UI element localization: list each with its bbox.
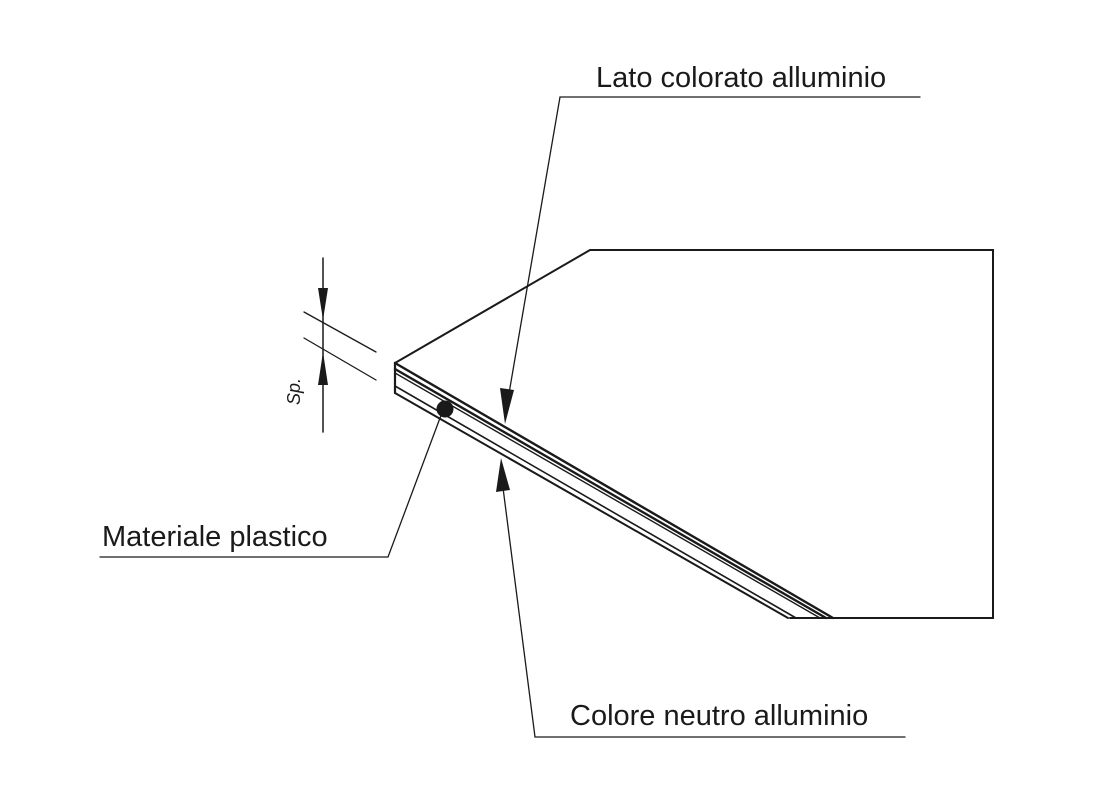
- extension-line-bottom: [303, 337, 377, 381]
- arrow-up-icon: [318, 352, 328, 385]
- core-top: [394, 372, 821, 619]
- leader-core: [99, 409, 444, 558]
- panel-top-edge: [394, 249, 994, 619]
- core-marker-dot: [436, 400, 454, 418]
- label-core: Materiale plastico: [102, 521, 328, 553]
- extension-line-top: [303, 311, 377, 353]
- leader-colored-side: [506, 96, 921, 406]
- label-neutral-side: Colore neutro alluminio: [570, 700, 868, 732]
- label-thickness: Sp.: [284, 378, 304, 405]
- arrow-down-icon: [318, 288, 328, 320]
- label-colored-side: Lato colorato alluminio: [596, 62, 886, 94]
- neutral-layer-top: [394, 385, 797, 619]
- colored-layer-bottom: [393, 367, 828, 620]
- arrow-neutral-side-icon: [496, 458, 510, 492]
- leader-neutral-side: [501, 479, 906, 738]
- colored-layer-top: [393, 361, 835, 620]
- neutral-layer-bottom: [394, 392, 789, 619]
- arrow-colored-side-icon: [500, 388, 514, 424]
